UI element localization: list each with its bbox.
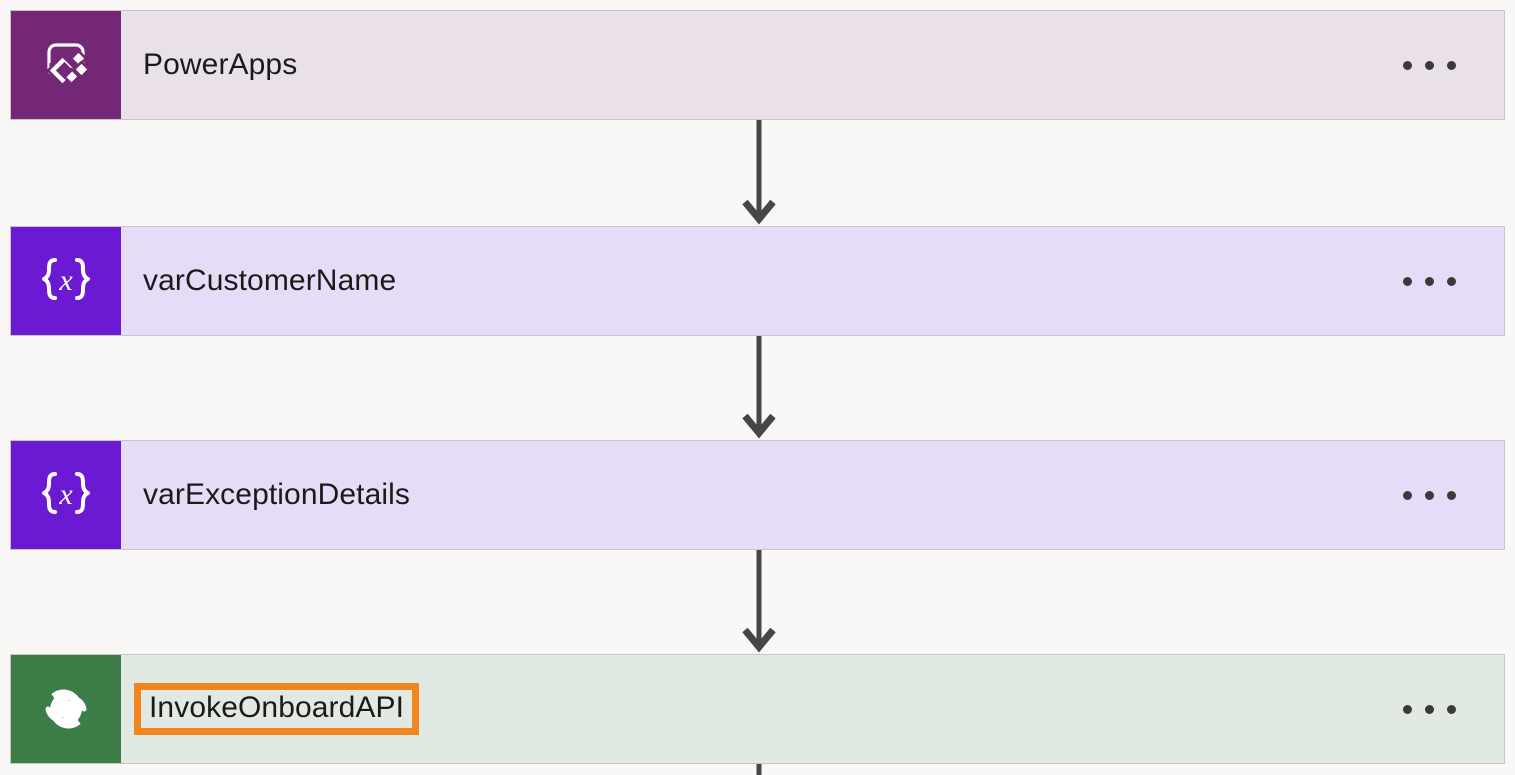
- flow-node-invokeonboardapi[interactable]: InvokeOnboardAPI: [10, 654, 1505, 764]
- node-overflow-menu-button[interactable]: [1403, 276, 1488, 286]
- flow-connector-arrow: [736, 120, 782, 226]
- menu-dot: [1447, 60, 1456, 70]
- flow-node-body: InvokeOnboardAPI: [121, 655, 1504, 763]
- menu-dot: [1425, 60, 1434, 70]
- flow-node-varexceptiondetails[interactable]: x varExceptionDetails: [10, 440, 1505, 550]
- flow-connector-arrow: [736, 550, 782, 654]
- custom-connector-icon: [11, 655, 121, 763]
- node-overflow-menu-button[interactable]: [1403, 490, 1488, 500]
- menu-dot: [1403, 490, 1412, 500]
- flow-node-varcustomername[interactable]: x varCustomerName: [10, 226, 1505, 336]
- menu-dot: [1425, 276, 1434, 286]
- svg-text:x: x: [58, 264, 73, 297]
- flow-node-powerapps[interactable]: PowerApps: [10, 10, 1505, 120]
- flow-node-body: varCustomerName: [121, 227, 1504, 335]
- flow-node-title: varExceptionDetails: [143, 478, 411, 511]
- menu-dot: [1447, 490, 1456, 500]
- flow-node-body: PowerApps: [121, 11, 1504, 119]
- flow-node-title: varCustomerName: [143, 264, 397, 297]
- menu-dot: [1403, 60, 1412, 70]
- node-overflow-menu-button[interactable]: [1403, 60, 1488, 70]
- node-overflow-menu-button[interactable]: [1403, 704, 1488, 714]
- variable-icon: x: [11, 227, 121, 335]
- flow-node-title: PowerApps: [143, 48, 298, 81]
- menu-dot: [1425, 704, 1434, 714]
- flow-node-title: InvokeOnboardAPI: [134, 682, 420, 736]
- flow-connector-arrow-partial: [736, 764, 782, 775]
- menu-dot: [1403, 704, 1412, 714]
- menu-dot: [1447, 704, 1456, 714]
- flow-connector-arrow: [736, 336, 782, 440]
- flow-node-body: varExceptionDetails: [121, 441, 1504, 549]
- menu-dot: [1425, 490, 1434, 500]
- svg-text:x: x: [58, 478, 73, 511]
- menu-dot: [1403, 276, 1412, 286]
- powerapps-icon: [11, 11, 121, 119]
- menu-dot: [1447, 276, 1456, 286]
- variable-icon: x: [11, 441, 121, 549]
